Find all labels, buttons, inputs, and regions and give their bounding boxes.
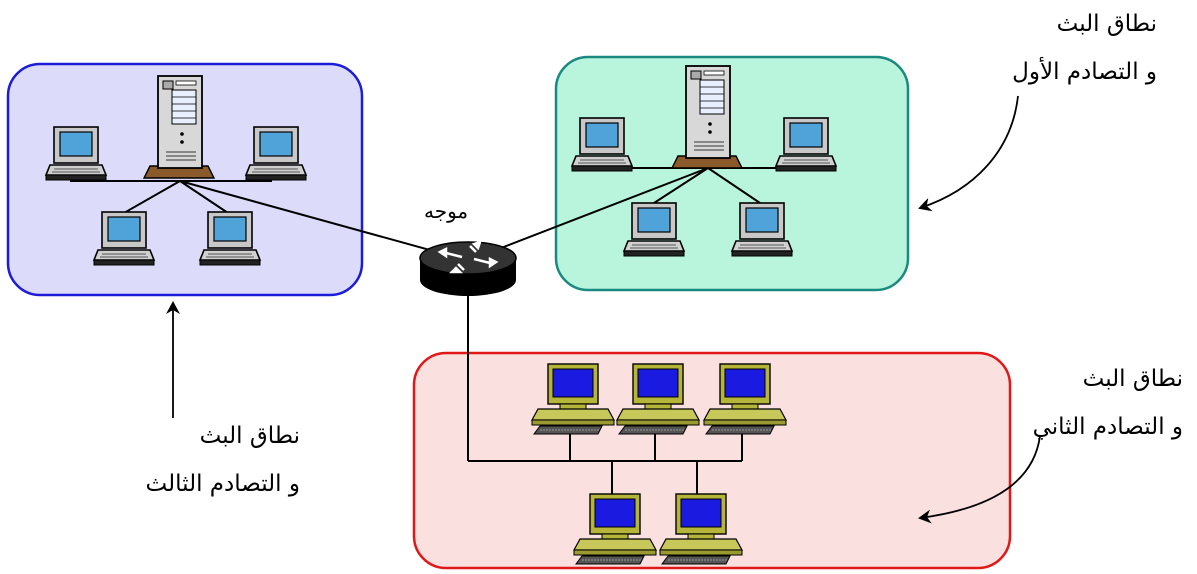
first-domain-line2: و التصادم الأول [1012, 59, 1157, 85]
first-domain-line1: نطاق البث [1056, 11, 1157, 37]
laptop-icon [775, 117, 837, 172]
second-domain-arrow-icon [918, 435, 1041, 524]
third-domain-line1: نطاق البث [199, 423, 300, 449]
router-label: موجه [424, 199, 469, 223]
laptop-icon [623, 202, 685, 257]
laptop-icon [45, 126, 107, 181]
laptop-icon [93, 211, 155, 266]
laptop-icon [571, 117, 633, 172]
router-icon [419, 240, 517, 296]
blue-group-wiring [70, 180, 467, 261]
first-domain-arrow-icon [918, 95, 1019, 212]
first-domain-box [6, 62, 364, 297]
second-domain-label: نطاق البث و التصادم الثاني [1033, 355, 1183, 451]
third-domain-label: نطاق البث و التصادم الثالث [146, 412, 300, 508]
first-domain-label: نطاق البث و التصادم الأول [1012, 0, 1157, 96]
third-domain-line2: و التصادم الثالث [145, 471, 300, 497]
red-group-wiring [467, 296, 743, 494]
second-domain-line2: و التصادم الثاني [1032, 414, 1183, 440]
second-domain-line1: نطاق البث [1082, 366, 1183, 392]
laptop-icon [731, 202, 793, 257]
laptop-icon [245, 126, 307, 181]
laptop-icon [199, 211, 261, 266]
